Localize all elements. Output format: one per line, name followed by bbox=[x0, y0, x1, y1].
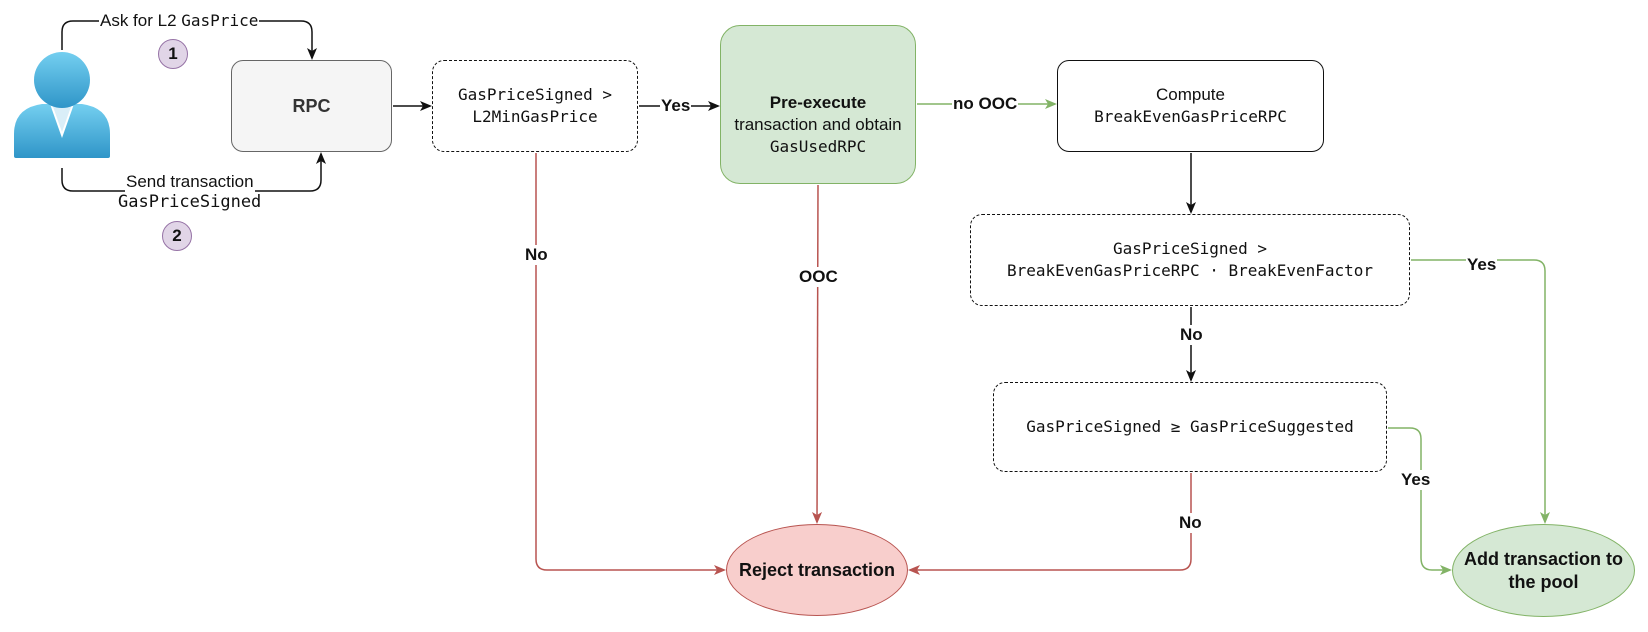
yes-label-min-check: Yes bbox=[660, 96, 692, 116]
ask-label-prefix: Ask for L2 bbox=[100, 11, 177, 30]
send-label: Send transaction bbox=[125, 172, 255, 192]
edge-min-check-no bbox=[535, 153, 726, 575]
compute-line1: Compute bbox=[1156, 85, 1225, 104]
min-check-line1: GasPriceSigned > bbox=[457, 85, 613, 104]
edge-suggested-no bbox=[908, 473, 1192, 575]
step-2-badge: 2 bbox=[162, 221, 192, 251]
no-label-breakeven: No bbox=[1179, 325, 1204, 345]
pre-execute-line3: GasUsedRPC bbox=[769, 136, 867, 156]
edge-ooc bbox=[812, 184, 823, 524]
suggested-check-line1: GasPriceSigned ≥ GasPriceSuggested bbox=[1026, 417, 1354, 436]
no-ooc-label: no OOC bbox=[952, 94, 1019, 114]
add-pool-line1: Add transaction to bbox=[1463, 548, 1623, 569]
ask-label-code: GasPrice bbox=[181, 11, 259, 30]
edge-breakeven-yes bbox=[1411, 259, 1550, 524]
add-to-pool-node: Add transaction to the pool bbox=[1452, 524, 1635, 617]
suggested-price-check: GasPriceSigned ≥ GasPriceSuggested bbox=[993, 382, 1387, 472]
rpc-node: RPC bbox=[231, 60, 392, 152]
edge-suggested-yes bbox=[1388, 427, 1452, 575]
no-label-min-check: No bbox=[524, 245, 549, 265]
yes-label-suggested: Yes bbox=[1400, 470, 1432, 490]
compute-breakeven-node: Compute BreakEvenGasPriceRPC bbox=[1057, 60, 1324, 152]
reject-transaction-node: Reject transaction bbox=[726, 524, 908, 616]
compute-line2: BreakEvenGasPriceRPC bbox=[1094, 107, 1287, 126]
pre-execute-line2: transaction and obtain bbox=[734, 114, 902, 134]
no-label-suggested: No bbox=[1178, 513, 1203, 533]
pre-execute-node: Pre-execute transaction and obtain GasUs… bbox=[720, 25, 916, 184]
send-label-code: GasPriceSigned bbox=[117, 192, 263, 212]
step-1-badge: 1 bbox=[158, 39, 188, 69]
yes-label-breakeven: Yes bbox=[1466, 255, 1498, 275]
breakeven-check: GasPriceSigned > BreakEvenGasPriceRPC · … bbox=[970, 214, 1410, 306]
breakeven-check-line2: BreakEvenGasPriceRPC · BreakEvenFactor bbox=[1006, 261, 1374, 280]
ask-label: Ask for L2 GasPrice bbox=[99, 10, 260, 32]
breakeven-check-line1: GasPriceSigned > bbox=[1112, 239, 1268, 258]
ooc-label: OOC bbox=[798, 267, 839, 287]
pre-execute-title: Pre-execute bbox=[769, 92, 867, 112]
min-check-line2: L2MinGasPrice bbox=[472, 107, 598, 126]
min-gas-price-check: GasPriceSigned > L2MinGasPrice bbox=[432, 60, 638, 152]
add-pool-line2: the pool bbox=[1508, 571, 1579, 592]
user-icon bbox=[14, 52, 110, 158]
